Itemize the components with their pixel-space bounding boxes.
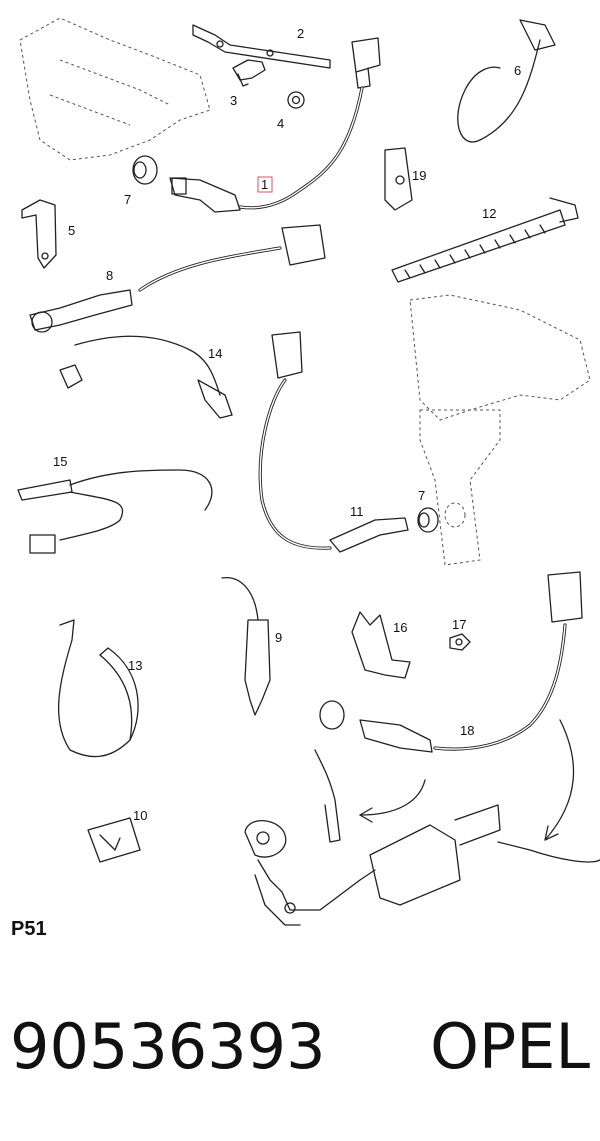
callout-16: 16 [393,620,407,635]
footer: 90536393 OPEL [10,1010,590,1110]
callout-3: 3 [230,93,237,108]
seal-part-7-lower [417,507,439,533]
callout-2: 2 [297,26,304,41]
callout-15: 15 [53,454,67,469]
oxygen-sensor-part-1 [169,37,381,213]
oxygen-sensor-part-9 [221,577,271,716]
catalytic-converter [244,804,501,926]
exhaust-manifold-right [409,294,591,566]
callout-13: 13 [128,658,142,673]
bracket-part-5 [21,199,57,269]
bracket-part-2 [192,24,331,69]
callout-17: 17 [452,617,466,632]
callout-11: 11 [350,504,364,519]
cable-tie-part-12 [391,197,579,283]
oxygen-sensor-part-15 [17,469,213,554]
oxygen-sensor-part-8 [29,224,326,333]
seal-part-7-top [132,155,158,185]
direction-arrows [359,719,575,841]
callout-10: 10 [133,808,147,823]
bolt-part-3 [232,59,266,87]
page-label: P51 [11,918,47,940]
clip-part-19 [384,147,413,211]
sleeve-part-10 [87,817,141,863]
oxygen-sensor-part-11 [258,331,409,553]
exhaust-manifold-top [19,17,211,161]
callout-6: 6 [514,63,521,78]
sensor-at-exhaust [314,749,600,863]
exploded-parts-diagram: 1 2 3 4 5 6 7 7 8 9 10 11 12 13 14 15 16… [17,17,600,926]
callout-9: 9 [275,630,282,645]
nut-part-17 [449,633,471,651]
callout-7b: 7 [418,488,425,503]
callout-7a: 7 [124,192,131,207]
callout-19: 19 [412,168,426,183]
callout-1-highlight-box [257,176,273,193]
callout-12: 12 [482,206,496,221]
bracket-part-16 [351,611,411,679]
callout-14: 14 [208,346,222,361]
brand-name: OPEL [430,1010,590,1083]
callout-18: 18 [460,723,474,738]
callout-8: 8 [106,268,113,283]
cable-tie-part-13 [58,619,139,758]
oxygen-sensor-part-14 [59,335,233,419]
callout-4: 4 [277,116,284,131]
part-number: 90536393 [10,1010,326,1083]
oxygen-sensor-part-18 [319,571,583,753]
nut-part-4 [287,91,305,109]
callout-5: 5 [68,223,75,238]
callout-labels: 1 2 3 4 5 6 7 7 8 9 10 11 12 13 14 15 16… [53,26,521,823]
cable-clip-part-6 [457,19,556,143]
callout-1: 1 [261,177,268,192]
